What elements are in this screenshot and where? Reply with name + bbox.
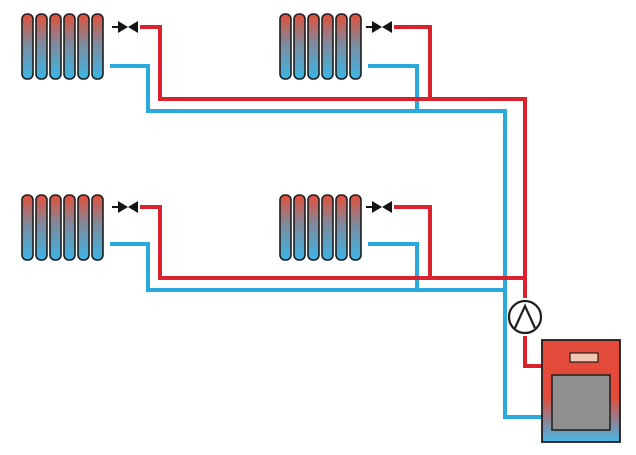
valve-icon — [112, 21, 138, 33]
radiator-section — [49, 13, 62, 80]
radiator-upper-right: radiator-icon — [279, 13, 362, 80]
return-pipe-upper-right-drop — [368, 64, 419, 111]
circulation-pump-icon — [507, 299, 543, 335]
radiator-section — [307, 13, 320, 80]
radiator-lower-right: radiator-icon — [279, 194, 362, 261]
valves-group — [112, 21, 392, 213]
supply-pipe-upper-right — [394, 25, 432, 99]
return-pipe-network — [110, 64, 542, 419]
radiator-section — [321, 194, 334, 261]
radiator-section — [349, 13, 362, 80]
radiator-section — [293, 13, 306, 80]
radiator-section — [63, 13, 76, 80]
boiler-icon — [541, 339, 621, 443]
radiator-section — [63, 194, 76, 261]
radiator-section — [279, 13, 292, 80]
boiler-indicator — [569, 352, 599, 363]
radiator-section — [35, 13, 48, 80]
valve-icon — [366, 201, 392, 213]
radiators-group: radiator-icon radiator-icon radiator-icon r… — [21, 13, 362, 261]
radiator-section — [321, 13, 334, 80]
radiator-section — [35, 194, 48, 261]
radiator-section — [293, 194, 306, 261]
supply-pipe-lower-main — [140, 205, 525, 280]
boiler-panel — [551, 374, 611, 431]
supply-pipe-lower-right — [394, 205, 432, 278]
radiator-section — [307, 194, 320, 261]
radiator-section — [21, 13, 34, 80]
radiator-section — [91, 194, 104, 261]
radiator-lower-left: radiator-icon — [21, 194, 104, 261]
return-pipe-lower-right-drop — [368, 242, 419, 290]
valve-icon — [366, 21, 392, 33]
return-pipe-lower-main — [110, 242, 505, 292]
supply-pipe-boiler-feed — [523, 336, 542, 368]
valve-icon — [112, 201, 138, 213]
radiator-section — [349, 194, 362, 261]
return-pipe-upper-main — [110, 64, 542, 419]
radiator-section — [279, 194, 292, 261]
radiator-section — [335, 194, 348, 261]
radiator-section — [91, 13, 104, 80]
radiator-section — [49, 194, 62, 261]
radiator-section — [21, 194, 34, 261]
radiator-upper-left: radiator-icon — [21, 13, 104, 80]
radiator-section — [77, 13, 90, 80]
supply-pipe-upper-main — [140, 25, 527, 298]
radiator-section — [335, 13, 348, 80]
supply-pipe-network — [140, 25, 542, 368]
radiator-section — [77, 194, 90, 261]
